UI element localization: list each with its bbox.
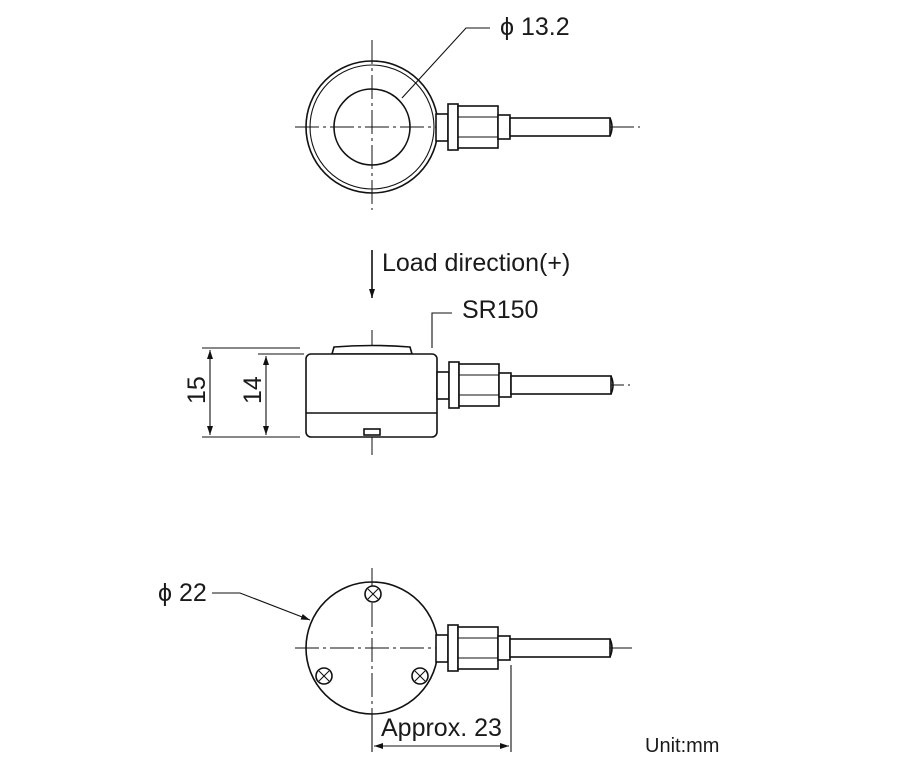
top-view: ϕ 13.2 — [295, 13, 640, 210]
dimension-14: 14 — [239, 353, 304, 435]
height-14-label: 14 — [239, 376, 267, 404]
sr150-leader — [431, 312, 452, 348]
unit-label: Unit:mm — [645, 735, 719, 757]
screw-bottom-right — [411, 667, 429, 685]
side-view-body — [305, 353, 438, 438]
height-15-label: 15 — [183, 376, 211, 404]
top-view-outer-chamfer — [309, 64, 435, 190]
side-view-connector — [436, 361, 614, 409]
screw-top — [364, 585, 382, 603]
screw-bottom-left — [315, 667, 333, 685]
diameter-132-leader — [401, 27, 490, 99]
diameter-132-label: ϕ 13.2 — [500, 13, 570, 41]
side-view-dome — [330, 344, 414, 355]
top-view-connector — [435, 103, 613, 151]
side-view: SR150 15 14 — [183, 296, 630, 455]
dimension-15: 15 — [183, 347, 300, 438]
approx-23-label: Approx. 23 — [381, 714, 502, 742]
diameter-22-label: ϕ 22 — [158, 579, 207, 607]
bottom-view-connector — [435, 624, 613, 672]
top-view-load-button-circle — [333, 88, 411, 166]
bottom-view: ϕ 22 Approx. 23 — [158, 568, 632, 752]
sr150-label: SR150 — [462, 296, 538, 324]
side-view-bottom-notch — [363, 428, 381, 436]
diameter-22-leader — [212, 592, 311, 621]
load-direction: Load direction(+) — [369, 249, 570, 298]
load-direction-label: Load direction(+) — [382, 249, 570, 277]
dimension-approx-23: Approx. 23 — [371, 665, 512, 752]
